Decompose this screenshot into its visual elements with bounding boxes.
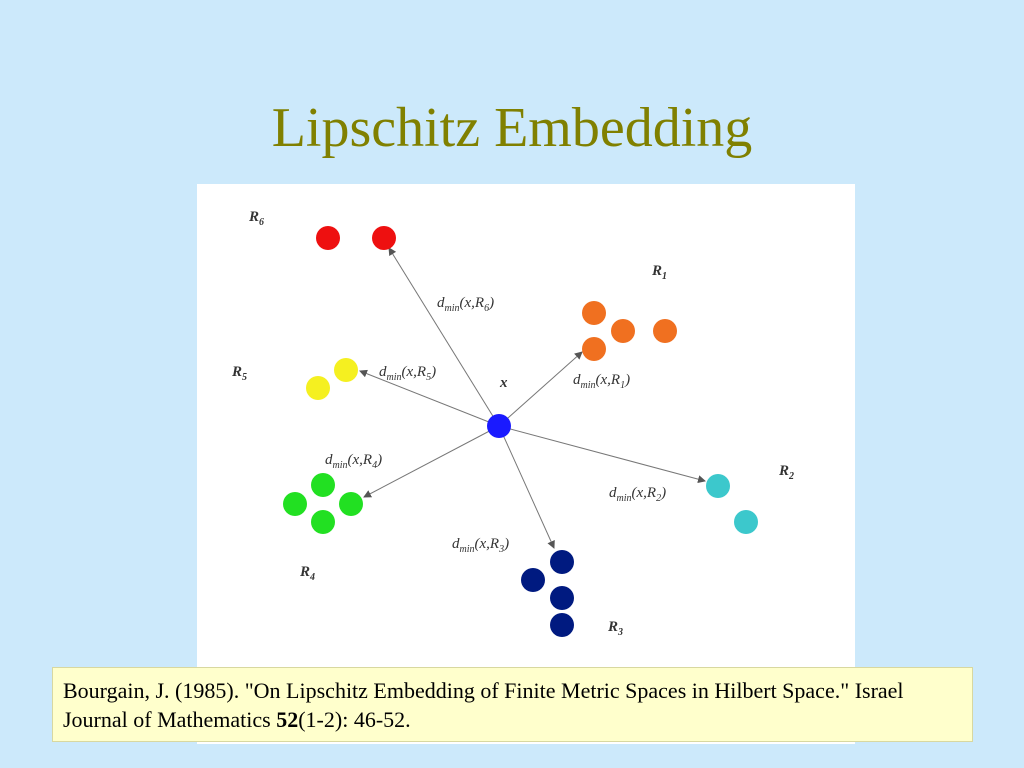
distance-label-r4: dmin(x,R4): [325, 452, 382, 471]
point: [521, 568, 545, 592]
arrow-to-r2: [498, 425, 706, 484]
point: [706, 474, 730, 498]
region-r1-points: [582, 301, 677, 361]
citation-text: Bourgain, J. (1985). "On Lipschitz Embed…: [63, 678, 904, 732]
region-label-r3: R3: [607, 619, 623, 638]
point: [334, 358, 358, 382]
point: [372, 226, 396, 250]
arrow-to-r4: [363, 425, 500, 498]
region-r6-points: [316, 226, 396, 250]
citation-pages: (1-2): 46-52.: [298, 707, 411, 732]
distance-label-r5: dmin(x,R5): [379, 364, 436, 383]
slide-title: Lipschitz Embedding: [271, 97, 753, 159]
point: [550, 550, 574, 574]
arrow-to-r6: [388, 247, 500, 427]
region-label-r4: R4: [299, 564, 315, 583]
region-label-r5: R5: [231, 364, 247, 383]
point: [311, 473, 335, 497]
point: [283, 492, 307, 516]
embedding-diagram: x R6 R1 R5 R2 R4 R3 dmin(x,R6) dmin(x,R5…: [197, 184, 855, 744]
point: [550, 586, 574, 610]
region-r4-points: [283, 473, 363, 534]
arrow-to-r1: [498, 351, 583, 427]
region-r5-points: [306, 358, 358, 400]
point: [550, 613, 574, 637]
distance-label-r3: dmin(x,R3): [452, 536, 509, 555]
distance-arrows: [359, 247, 706, 549]
distance-label-r2: dmin(x,R2): [609, 485, 666, 504]
point: [306, 376, 330, 400]
citation-volume: 52: [276, 707, 299, 732]
center-label: x: [499, 375, 508, 391]
region-r3-points: [521, 550, 574, 637]
region-r2-points: [706, 474, 758, 534]
point: [611, 319, 635, 343]
distance-label-r6: dmin(x,R6): [437, 295, 494, 314]
region-label-r1: R1: [651, 263, 667, 282]
arrow-to-r5: [359, 369, 500, 427]
point: [582, 301, 606, 325]
point: [653, 319, 677, 343]
citation-box: Bourgain, J. (1985). "On Lipschitz Embed…: [52, 667, 973, 742]
point: [311, 510, 335, 534]
point: [734, 510, 758, 534]
diagram-canvas: x R6 R1 R5 R2 R4 R3 dmin(x,R6) dmin(x,R5…: [231, 209, 794, 638]
region-label-r2: R2: [778, 463, 794, 482]
point: [339, 492, 363, 516]
distance-label-r1: dmin(x,R1): [573, 372, 630, 391]
point: [316, 226, 340, 250]
arrow-to-r3: [498, 425, 555, 549]
point: [582, 337, 606, 361]
region-label-r6: R6: [248, 209, 264, 228]
center-point-x: [487, 414, 511, 438]
